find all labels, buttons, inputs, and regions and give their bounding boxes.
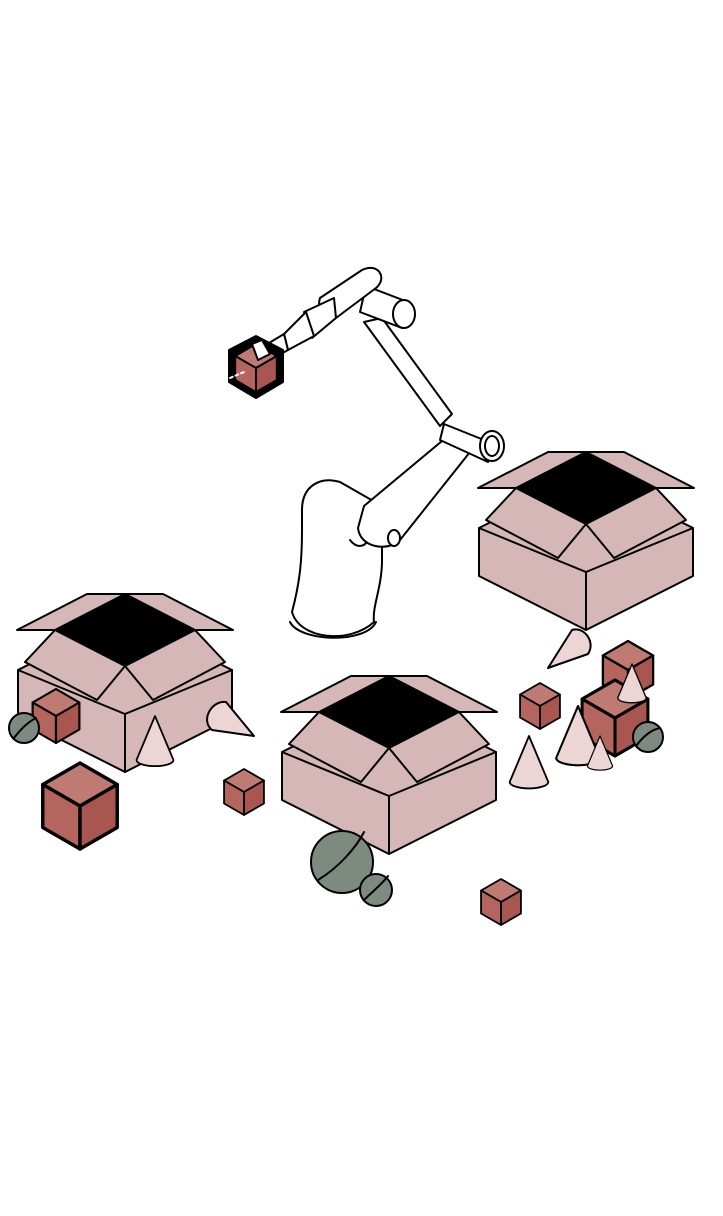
open-box-icon (477, 451, 695, 631)
open-box-icon (16, 593, 234, 773)
robot-arm-icon (263, 267, 505, 639)
held-cube-icon (229, 336, 283, 398)
sphere-icon (8, 712, 664, 907)
open-box-icon (280, 675, 498, 855)
cone-icon (206, 628, 592, 737)
